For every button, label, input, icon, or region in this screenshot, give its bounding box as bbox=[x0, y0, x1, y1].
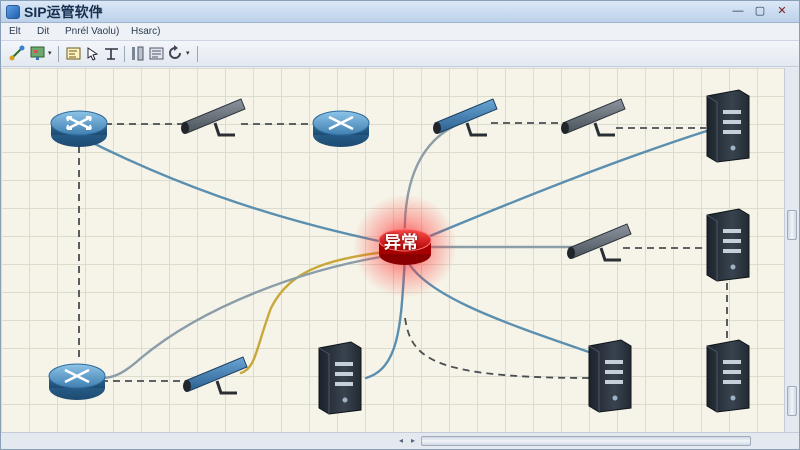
alert-node-icon[interactable] bbox=[353, 194, 457, 298]
zoom-tool-icon[interactable] bbox=[103, 45, 120, 62]
server-icon[interactable] bbox=[706, 89, 750, 163]
router-icon[interactable] bbox=[50, 110, 108, 147]
server-icon[interactable] bbox=[318, 341, 362, 415]
app-icon bbox=[6, 5, 20, 19]
palette-dropdown-icon[interactable]: ▾ bbox=[48, 50, 52, 57]
topology-canvas[interactable]: 异常 bbox=[1, 68, 784, 432]
menu-bar: Elt Dit Pnrél Vaolu) Hsarc) bbox=[1, 23, 799, 41]
toolbar: ▾ ▾ bbox=[1, 41, 799, 67]
menu-edit[interactable]: Dit bbox=[37, 26, 50, 37]
connect-tool-icon[interactable] bbox=[9, 45, 26, 62]
alert-label: 异常 bbox=[384, 233, 418, 252]
camera-icon[interactable] bbox=[181, 98, 246, 137]
server-icon[interactable] bbox=[706, 208, 750, 282]
title-bar: SIP运管软件 ▾ — ▢ ✕ bbox=[1, 1, 799, 23]
server-icon[interactable] bbox=[588, 339, 632, 413]
node-palette-icon[interactable] bbox=[29, 45, 46, 62]
camera-icon[interactable] bbox=[433, 98, 498, 137]
pointer-tool-icon[interactable] bbox=[85, 45, 102, 62]
router-icon[interactable] bbox=[312, 110, 370, 147]
server-icon[interactable] bbox=[706, 339, 750, 413]
link-line bbox=[404, 317, 592, 379]
link-line bbox=[239, 248, 403, 375]
refresh-icon[interactable] bbox=[167, 45, 184, 62]
camera-icon[interactable] bbox=[561, 98, 626, 137]
maximize-button[interactable]: ▢ bbox=[754, 5, 766, 17]
link-line bbox=[99, 252, 401, 380]
link-line bbox=[409, 126, 718, 246]
topology-diagram bbox=[48, 89, 750, 415]
minimize-button[interactable]: — bbox=[732, 5, 744, 17]
toolbar-separator bbox=[124, 46, 125, 62]
link-line bbox=[77, 134, 405, 248]
router-icon[interactable] bbox=[48, 363, 106, 400]
camera-icon[interactable] bbox=[567, 223, 632, 262]
horizontal-scrollbar[interactable]: ◂ ▸ bbox=[1, 432, 799, 449]
refresh-dropdown-icon[interactable]: ▾ bbox=[186, 50, 190, 57]
menu-file[interactable]: Elt bbox=[9, 26, 21, 37]
vertical-scroll-thumb[interactable] bbox=[787, 210, 797, 240]
menu-view[interactable]: Pnrél Vaolu) bbox=[65, 26, 120, 37]
menu-help[interactable]: Hsarc) bbox=[131, 26, 161, 37]
vertical-scroll-handle[interactable] bbox=[787, 386, 797, 416]
properties-icon[interactable] bbox=[148, 45, 165, 62]
toolbar-separator bbox=[197, 46, 198, 62]
vertical-scrollbar[interactable] bbox=[784, 68, 799, 432]
window-title: SIP运管软件 bbox=[24, 4, 103, 20]
dashed-link-group bbox=[78, 122, 728, 382]
print-icon[interactable] bbox=[129, 45, 146, 62]
layout-icon[interactable] bbox=[65, 45, 82, 62]
horizontal-scroll-thumb[interactable] bbox=[421, 436, 751, 446]
toolbar-separator bbox=[58, 46, 59, 62]
scroll-left-icon[interactable]: ◂ bbox=[399, 436, 404, 445]
scroll-right-icon[interactable]: ▸ bbox=[411, 436, 416, 445]
close-button[interactable]: ✕ bbox=[777, 5, 787, 17]
camera-icon[interactable] bbox=[183, 356, 248, 395]
title-dropdown-icon[interactable]: ▾ bbox=[98, 6, 103, 16]
